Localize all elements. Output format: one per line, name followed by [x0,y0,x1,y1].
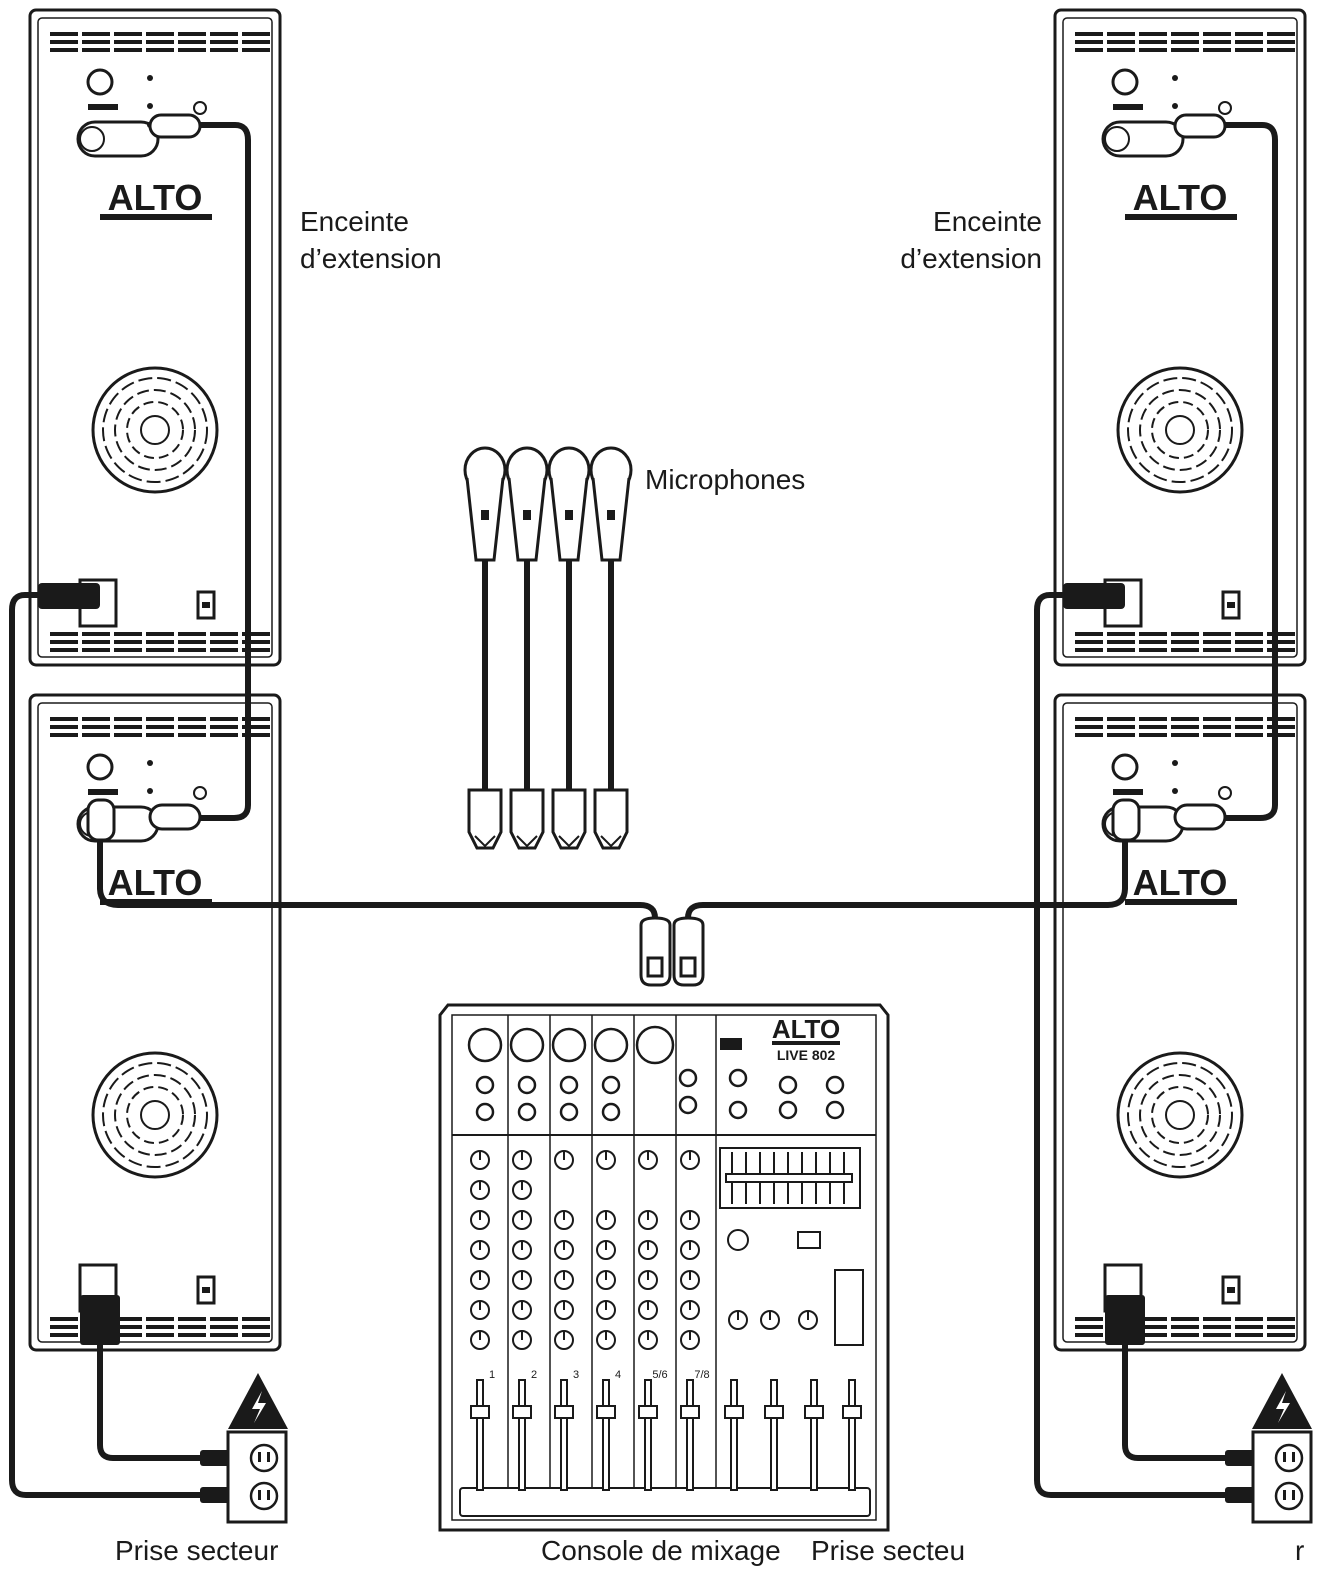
svg-text:ALTO: ALTO [1133,862,1228,903]
svg-text:ALTO: ALTO [108,177,203,218]
microphone-2 [505,446,549,562]
label-mixer: Console de mixage [541,1535,781,1566]
label-outlet-left: Prise secteur [115,1535,279,1566]
mic-plugs [467,788,629,850]
speaker-top-left [30,10,280,665]
speaker-top-right [1055,10,1305,665]
speaker-logo-bottom-right: ALTO [1125,862,1237,905]
speaker-bottom-left [30,695,280,1350]
outlet-right [1251,1430,1313,1524]
power-connectors [38,583,1259,1503]
mixing-console: 1 2 3 4 5/6 7/8 ALTO LIVE 802 [438,1003,890,1532]
speaker-logo-bottom-left: ALTO [100,862,212,905]
svg-text:LIVE 802: LIVE 802 [777,1047,836,1063]
speaker-logo-top-left: ALTO [100,177,212,220]
label-microphones: Microphones [645,464,806,495]
speaker-logo-top-right: ALTO [1125,177,1237,220]
cables [9,122,1278,1498]
microphone-3 [547,446,591,562]
svg-text:ALTO: ALTO [108,862,203,903]
speaker-bottom-right [1055,695,1305,1350]
outlet-left [226,1430,288,1524]
speaker-xlr-connectors [86,113,1227,842]
graphic-eq [719,1147,864,1346]
microphone-4 [589,446,633,562]
output-plugs [639,916,705,987]
channel-number-4: 4 [615,1369,621,1381]
svg-text:ALTO: ALTO [772,1014,840,1044]
label-outlet-right-part1: Prise secteu [811,1535,966,1566]
label-extension-right-line1: Enceinte [933,206,1042,237]
label-outlet-right-part2: r [1295,1535,1305,1566]
svg-text:ALTO: ALTO [1133,177,1228,218]
microphone-1 [463,446,507,562]
channel-number-3: 3 [573,1369,579,1381]
mixer-logo: ALTO LIVE 802 [772,1014,840,1063]
channel-number-2: 2 [531,1369,537,1381]
label-extension-right-line2: d’extension [900,243,1042,274]
warning-icon-left [228,1373,288,1429]
channel-number-7-8: 7/8 [694,1369,709,1381]
label-extension-left-line1: Enceinte [300,206,409,237]
warning-icon-right [1252,1373,1312,1429]
label-extension-left-line2: d’extension [300,243,442,274]
channel-number-1: 1 [489,1369,495,1381]
channel-number-5-6: 5/6 [652,1369,667,1381]
